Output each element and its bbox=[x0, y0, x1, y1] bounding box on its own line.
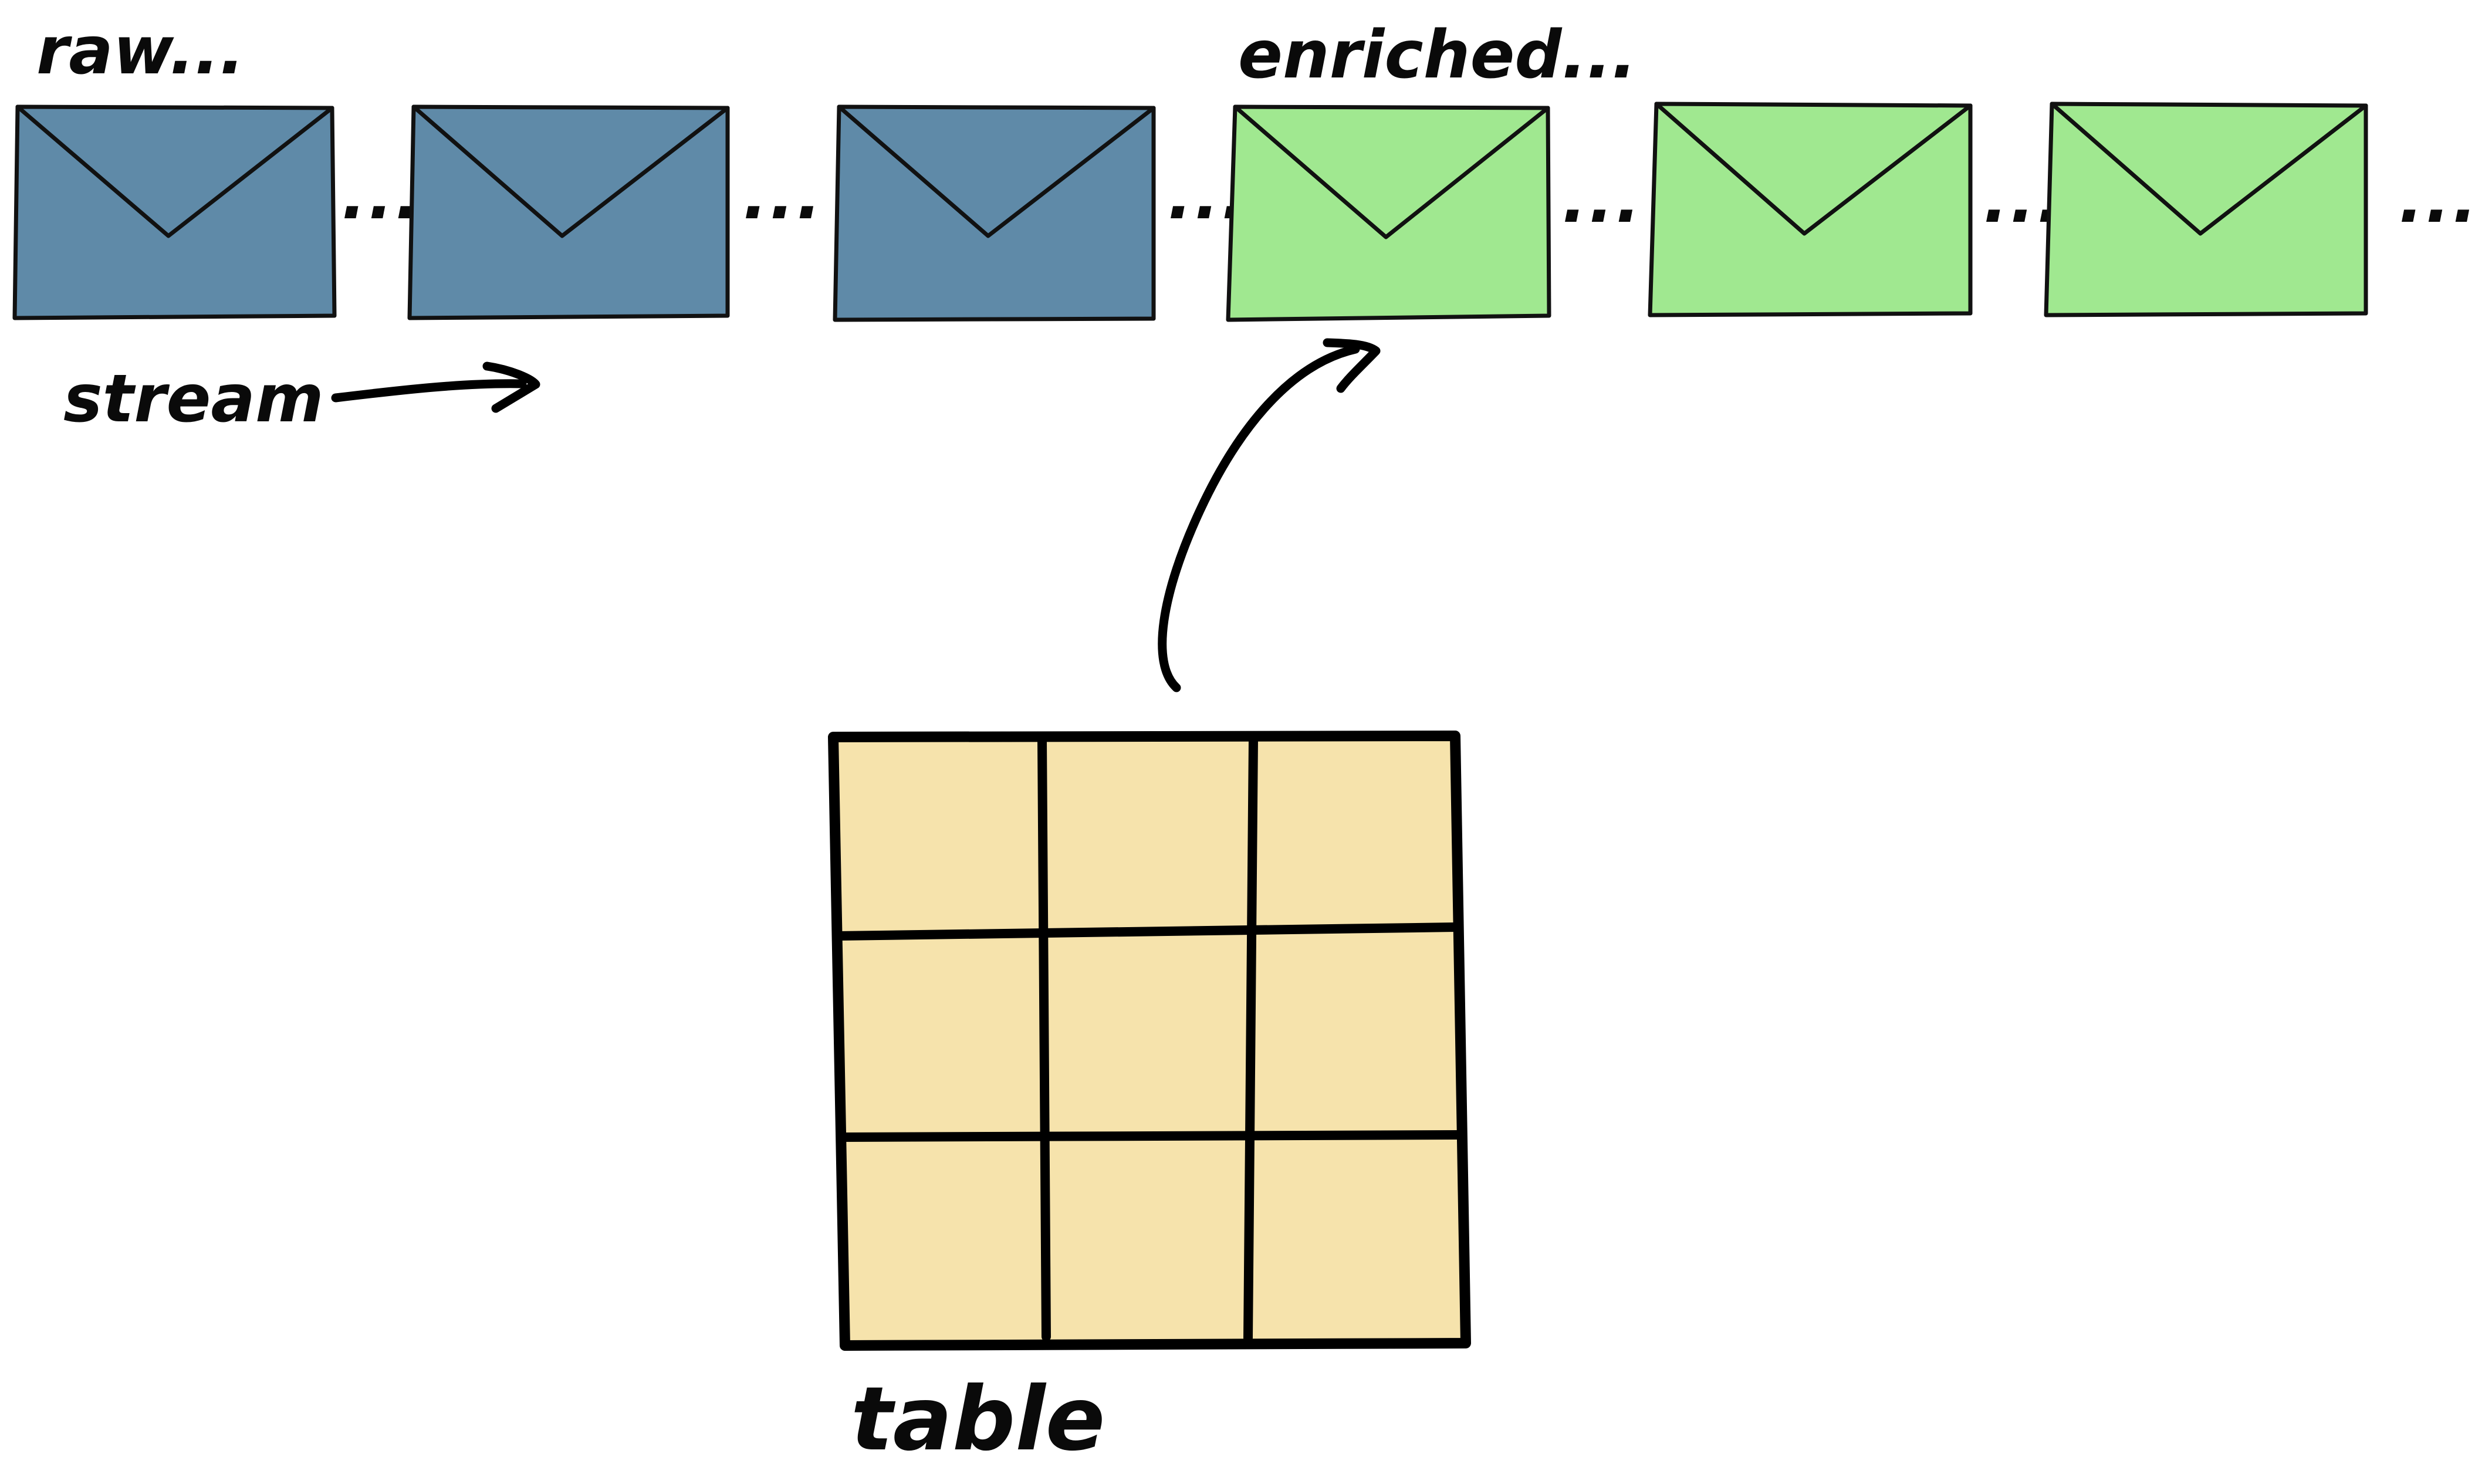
raw-message-3 bbox=[833, 104, 1156, 322]
stream-label: stream bbox=[63, 361, 324, 437]
envelope-flap bbox=[411, 104, 730, 238]
enriched-message-2 bbox=[1648, 102, 1973, 317]
lookup-table bbox=[828, 731, 1471, 1351]
stream-direction-arrow bbox=[331, 361, 540, 413]
envelope-icon bbox=[1648, 102, 1973, 317]
message-stream: ... ... ... ... ... ... bbox=[12, 102, 2475, 322]
ellipsis-separator: ... bbox=[1562, 162, 1642, 237]
table-body bbox=[828, 731, 1471, 1351]
raw-label: raw... bbox=[36, 13, 245, 89]
envelope-flap bbox=[837, 104, 1156, 238]
enriched-label: enriched... bbox=[1238, 17, 1637, 93]
envelope-icon bbox=[407, 104, 730, 320]
ellipsis-separator: ... bbox=[342, 158, 422, 234]
envelope-icon bbox=[2044, 102, 2368, 317]
envelope-flap bbox=[1233, 104, 1550, 239]
table-label: table bbox=[851, 1368, 1105, 1471]
table-grid-lines bbox=[833, 735, 1462, 1343]
envelope-flap bbox=[15, 104, 334, 238]
raw-message-1 bbox=[12, 104, 337, 320]
ellipsis-separator: ... bbox=[2399, 162, 2475, 237]
envelope-flap bbox=[2050, 102, 2368, 236]
envelope-icon bbox=[833, 104, 1156, 322]
envelope-icon bbox=[1226, 104, 1551, 322]
enriched-message-3 bbox=[2044, 102, 2368, 317]
raw-message-2 bbox=[407, 104, 730, 320]
enrichment-arrow bbox=[1158, 338, 1381, 692]
envelope-flap bbox=[1654, 102, 1973, 236]
enriched-message-1 bbox=[1226, 104, 1551, 322]
envelope-icon bbox=[12, 104, 337, 320]
ellipsis-separator: ... bbox=[743, 158, 823, 234]
